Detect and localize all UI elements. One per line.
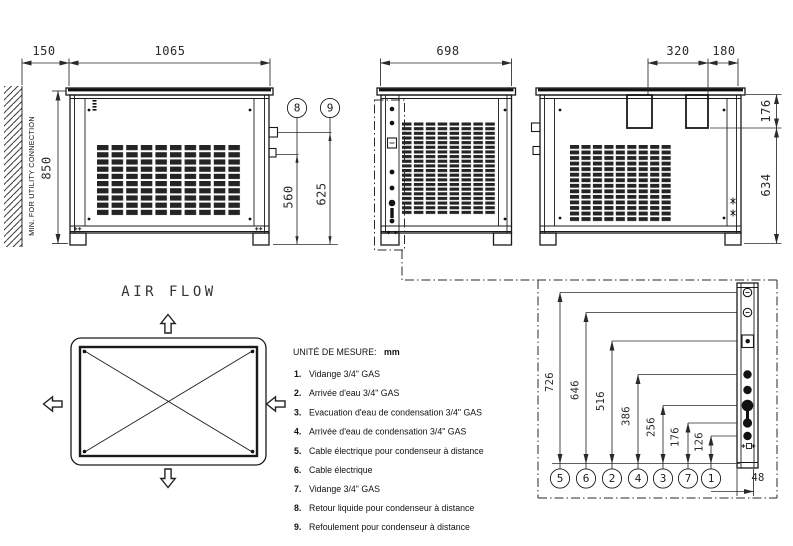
detail-dim-2: 2 516 <box>595 340 737 489</box>
rear-opening-left <box>626 94 653 129</box>
svg-text:UNITÉ DE MESURE: mm: UNITÉ DE MESURE: mm <box>293 342 400 359</box>
svg-text:516: 516 <box>595 391 607 411</box>
legend-item-2: 2. Arrivée d'eau 3/4" GAS <box>294 388 400 398</box>
wall-hatch <box>4 86 23 247</box>
svg-text:Cable électrique: Cable électrique <box>309 465 373 475</box>
svg-text:8.: 8. <box>294 503 301 513</box>
svg-text:4: 4 <box>635 472 642 485</box>
svg-text:2: 2 <box>609 472 616 485</box>
svg-text:4.: 4. <box>294 427 301 437</box>
detail-dim-48: 48 <box>711 469 764 496</box>
svg-text:6.: 6. <box>294 465 301 475</box>
svg-text:1: 1 <box>708 472 715 485</box>
front-dimensions: 150 1065 850 <box>21 44 271 244</box>
strip-detail-box <box>374 99 405 251</box>
svg-text:6: 6 <box>583 472 590 485</box>
dim-clearance-150: 150 <box>32 44 55 58</box>
svg-text:Cable électrique pour condense: Cable électrique pour condenseur à dista… <box>309 446 484 456</box>
side-view: 698 <box>374 44 517 251</box>
svg-text:Evacuation d'eau de condensati: Evacuation d'eau de condensation 3/4" GA… <box>309 408 482 418</box>
airflow-arrow-left <box>42 396 63 412</box>
wall-clearance-note: MIN. FOR UTILITY CONNECTION <box>27 116 36 236</box>
rear-dimensions: 320 180 176 634 <box>647 44 782 244</box>
detail-dim-3: 3 256 <box>646 405 737 489</box>
air-flow-title: AIR FLOW <box>121 284 216 300</box>
legend-item-6: 6. Cable électrique <box>294 465 373 475</box>
detail-dim-1: 1 126 <box>694 432 737 489</box>
svg-text:256: 256 <box>646 417 658 437</box>
svg-text:646: 646 <box>570 380 582 400</box>
side-dimensions: 698 <box>380 44 512 86</box>
legend-item-3: 3. Evacuation d'eau de condensation 3/4"… <box>294 408 482 418</box>
dim-height-850: 850 <box>40 156 54 179</box>
front-unit-body <box>65 87 279 246</box>
rear-stub-upper <box>530 122 541 133</box>
detail-dim-7: 7 176 <box>670 422 737 489</box>
svg-text:5.: 5. <box>294 446 301 456</box>
svg-text:176: 176 <box>670 427 682 447</box>
svg-text:Refoulement pour condenseur à: Refoulement pour condenseur à distance <box>309 522 470 532</box>
svg-text:5: 5 <box>557 472 564 485</box>
dim-560: 560 <box>282 185 296 208</box>
rear-stub-lower <box>532 145 541 156</box>
legend-item-9: 9. Refoulement pour condenseur à distanc… <box>294 522 470 532</box>
legend-item-8: 8. Retour liquide pour condenseur à dist… <box>294 503 474 513</box>
connection-detail-view: 5 726 6 646 2 516 4 386 <box>401 250 778 499</box>
svg-text:Vidange 3/4" GAS: Vidange 3/4" GAS <box>309 369 380 379</box>
rear-opening-right <box>685 94 709 129</box>
detail-dim-4: 4 386 <box>621 374 737 489</box>
detail-dim-6: 6 646 <box>570 312 737 489</box>
airflow-arrow-right <box>265 396 286 412</box>
dim-625: 625 <box>315 182 329 205</box>
svg-text:126: 126 <box>694 432 706 452</box>
air-flow-diagram: AIR FLOW <box>42 284 286 489</box>
dim-depth-698: 698 <box>436 44 459 58</box>
detail-dim-5: 5 726 <box>544 292 737 489</box>
callout-8: 8 <box>294 102 301 115</box>
dim-320: 320 <box>666 44 689 58</box>
dim-width-1065: 1065 <box>155 44 186 58</box>
svg-text:Retour liquide pour condenseur: Retour liquide pour condenseur à distanc… <box>309 503 474 513</box>
svg-text:Arrivée d'eau 3/4" GAS: Arrivée d'eau 3/4" GAS <box>309 388 400 398</box>
svg-text:3: 3 <box>660 472 667 485</box>
svg-text:2.: 2. <box>294 388 301 398</box>
svg-text:1.: 1. <box>294 369 301 379</box>
airflow-arrow-top <box>160 313 176 334</box>
callouts-8-9: 8 9 560 625 <box>273 97 341 245</box>
dim-176: 176 <box>759 99 773 122</box>
legend-item-1: 1. Vidange 3/4" GAS <box>294 369 380 379</box>
stub-discharge <box>268 147 277 158</box>
svg-text:9.: 9. <box>294 522 301 532</box>
svg-text:Vidange 3/4" GAS: Vidange 3/4" GAS <box>309 484 380 494</box>
svg-text:7: 7 <box>685 472 692 485</box>
legend: UNITÉ DE MESURE: mm 1. Vidange 3/4" GAS … <box>293 342 484 532</box>
legend-item-4: 4. Arrivée d'eau de condensation 3/4" GA… <box>294 427 467 437</box>
legend-title: UNITÉ DE MESURE: <box>293 347 377 357</box>
callout-9: 9 <box>327 102 334 115</box>
front-view: MIN. FOR UTILITY CONNECTION <box>4 44 341 247</box>
svg-text:3.: 3. <box>294 408 301 418</box>
legend-item-5: 5. Cable électrique pour condenseur à di… <box>294 446 484 456</box>
front-grille <box>97 145 243 217</box>
side-connection-strip <box>386 106 398 235</box>
svg-text:7.: 7. <box>294 484 301 494</box>
svg-text:48: 48 <box>751 472 764 484</box>
dim-180: 180 <box>712 44 735 58</box>
stub-liquid-return <box>268 126 279 138</box>
legend-item-7: 7. Vidange 3/4" GAS <box>294 484 380 494</box>
svg-text:Arrivée d'eau de condensation: Arrivée d'eau de condensation 3/4" GAS <box>309 427 467 437</box>
airflow-arrow-bottom <box>160 468 176 489</box>
rear-grille <box>570 145 673 222</box>
rear-view: 320 180 176 634 <box>530 44 782 246</box>
svg-text:386: 386 <box>621 406 633 426</box>
dim-634: 634 <box>759 173 773 196</box>
legend-unit: mm <box>384 347 400 357</box>
side-grille <box>402 122 497 215</box>
svg-text:726: 726 <box>544 372 556 392</box>
detail-strip <box>736 282 759 469</box>
